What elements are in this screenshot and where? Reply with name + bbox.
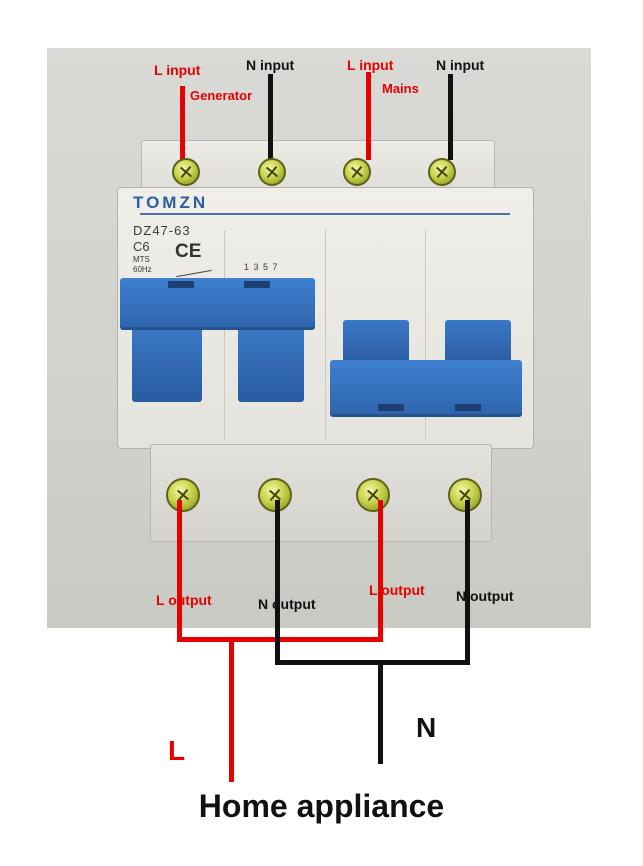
- handle-slot: [455, 404, 481, 411]
- terminal-screw-icon: [166, 478, 200, 512]
- live-bridge-wire: [177, 637, 383, 642]
- generator-lever-right[interactable]: [238, 326, 304, 402]
- mains-lever-right[interactable]: [445, 320, 511, 365]
- bottom-terminal-block: [150, 444, 492, 542]
- neutral-load-wire: [378, 660, 383, 764]
- terminal-screw-icon: [258, 158, 286, 186]
- neutral-output-label: N output: [258, 596, 316, 612]
- live-output-label: L output: [156, 592, 212, 608]
- terminal-screw-icon: [172, 158, 200, 186]
- generator-lever-left[interactable]: [132, 326, 202, 402]
- handle-slot: [378, 404, 404, 411]
- handle-slot: [168, 281, 194, 288]
- generator-live-input-wire: [180, 86, 185, 160]
- frequency-marking: 60Hz: [133, 265, 152, 274]
- brand-stripe: [140, 213, 510, 215]
- pole-divider: [425, 230, 426, 440]
- mts-marking: MTS: [133, 255, 150, 264]
- generator-neutral-input-label: N input: [246, 57, 295, 73]
- ce-mark: CE: [175, 241, 202, 262]
- handle-slot: [244, 281, 270, 288]
- neutral-output-wire: [275, 500, 280, 665]
- neutral-bridge-wire: [275, 660, 470, 665]
- mains-lever-left[interactable]: [343, 320, 409, 365]
- model-number: DZ47-63: [133, 223, 191, 238]
- mains-neutral-input-label: N input: [436, 57, 485, 73]
- current-rating: C6: [133, 239, 150, 254]
- pole-divider: [325, 230, 326, 440]
- terminal-screw-icon: [343, 158, 371, 186]
- neutral-label: N: [416, 712, 437, 743]
- mains-live-input-label: L input: [347, 57, 394, 73]
- neutral-output-wire: [465, 500, 470, 665]
- terminal-screw-icon: [356, 478, 390, 512]
- mains-live-input-wire: [366, 72, 371, 160]
- pole-numbers: 1 3 5 7: [244, 262, 279, 272]
- generator-live-input-label: L input: [154, 62, 201, 78]
- brand-logo: TOMZN: [133, 193, 209, 212]
- generator-label: Generator: [190, 88, 253, 103]
- mains-label: Mains: [382, 81, 419, 96]
- neutral-output-label: N output: [456, 588, 514, 604]
- generator-neutral-input-wire: [268, 74, 273, 160]
- live-output-label: L output: [369, 582, 425, 598]
- load-title: Home appliance: [198, 788, 445, 824]
- pole-divider: [224, 230, 225, 440]
- terminal-screw-icon: [428, 158, 456, 186]
- live-output-wire: [177, 500, 182, 642]
- live-load-wire: [229, 637, 234, 782]
- generator-handle[interactable]: [120, 278, 315, 330]
- live-label: L: [168, 735, 186, 766]
- mains-handle[interactable]: [330, 360, 522, 417]
- mains-neutral-input-wire: [448, 74, 453, 160]
- live-output-wire: [378, 500, 383, 642]
